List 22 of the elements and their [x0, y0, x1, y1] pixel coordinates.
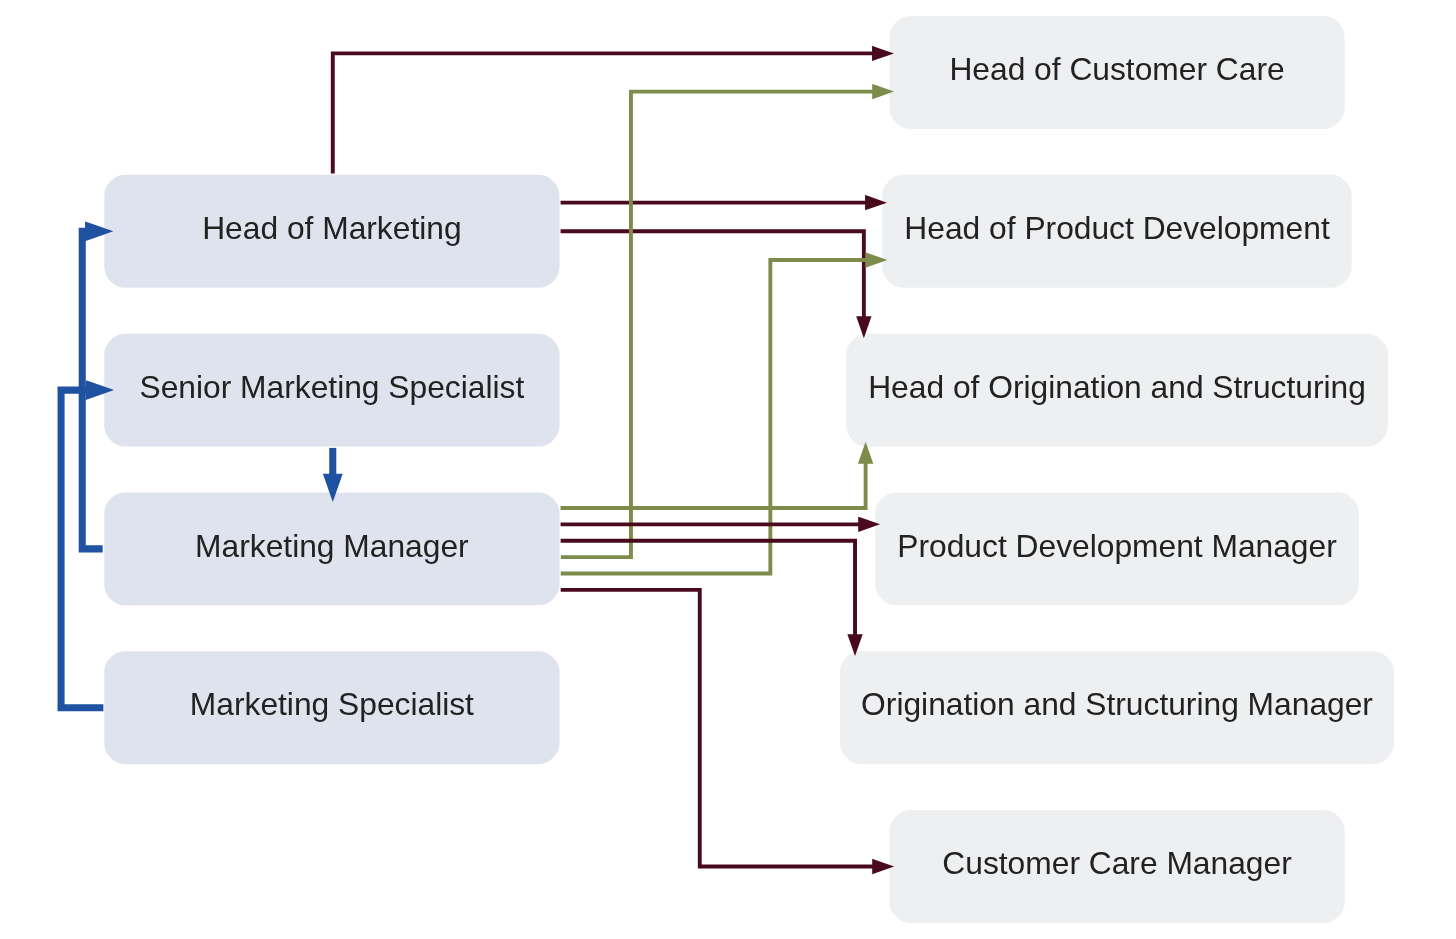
node-box: Head of Customer Care	[887, 14, 1347, 131]
arrow	[330, 45, 894, 174]
node-box: Marketing Specialist	[102, 649, 562, 766]
node-box: Head of Product Development	[880, 173, 1354, 290]
arrow	[560, 229, 872, 339]
node-box: Head of Marketing	[102, 173, 562, 290]
node-box: Head of Origination and Structuring	[844, 331, 1390, 449]
node-box: Senior Marketing Specialist	[102, 331, 562, 449]
node-box: Customer Care Manager	[887, 808, 1347, 925]
node-box: Product Development Manager	[873, 490, 1361, 608]
node-box: Origination and Structuring Manager	[838, 649, 1396, 766]
arrow	[560, 538, 863, 657]
arrow	[560, 83, 895, 560]
arrow	[322, 447, 343, 503]
arrow	[560, 441, 874, 510]
arrow	[560, 252, 888, 576]
arrow	[560, 194, 887, 211]
node-box: Marketing Manager	[102, 490, 562, 608]
arrow	[560, 516, 881, 532]
arrow	[78, 221, 114, 553]
arrow	[560, 587, 895, 875]
arrow	[57, 380, 115, 712]
